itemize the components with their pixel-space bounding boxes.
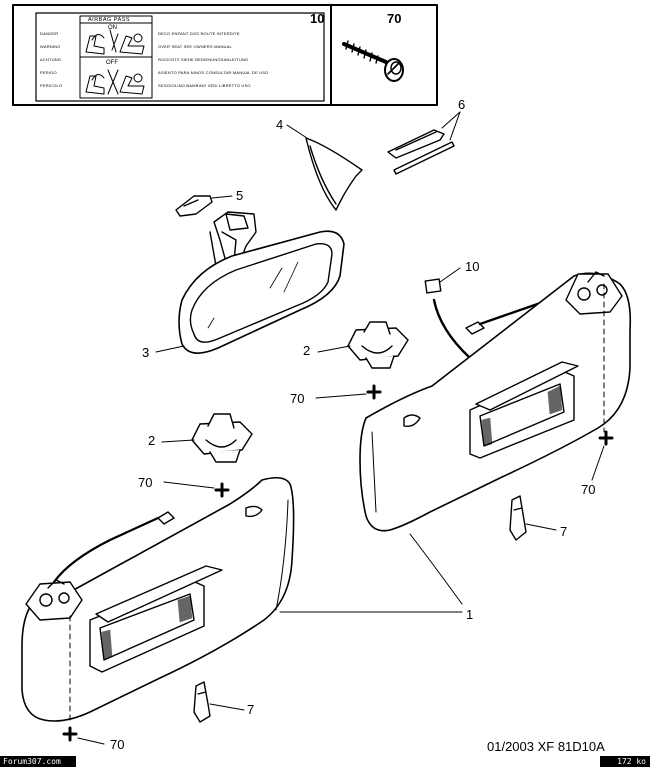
part-1-leaders xyxy=(279,533,463,613)
screw-icon xyxy=(342,40,404,82)
language-4: PERICOLO xyxy=(40,83,63,88)
language-0: DANGER xyxy=(40,31,59,36)
info-box xyxy=(12,4,438,106)
part-2-visor-hook-lower xyxy=(161,413,253,463)
language-3: PERIGO xyxy=(40,70,57,75)
callout-7-left: 7 xyxy=(247,702,255,717)
callout-3: 3 xyxy=(142,345,150,360)
ref-label-10: 10 xyxy=(310,11,325,26)
right-sun-visor xyxy=(359,271,632,532)
airbag-state-off: OFF xyxy=(106,60,118,66)
callout-7-right: 7 xyxy=(560,524,568,539)
language-1: WARNING xyxy=(40,44,61,49)
part-7-bulb-left xyxy=(193,681,245,723)
callout-5: 5 xyxy=(236,188,244,203)
airbag-off-pictogram xyxy=(85,69,145,95)
warning-0: DECO ENFANT DOS ROUTE INTERDITE xyxy=(158,31,240,36)
screw-label-70: 70 xyxy=(387,11,402,26)
warning-2: RUCKSITZ SIEHE BEDIENUNGSANLEITUNG xyxy=(158,57,249,62)
callout-70-upper: 70 xyxy=(290,391,305,406)
drawing-reference: 01/2003 XF 81D10A xyxy=(487,739,605,754)
language-2: ACHTUNG xyxy=(40,57,62,62)
callout-70-right: 70 xyxy=(581,482,596,497)
airbag-title: AIRBAG PASS xyxy=(88,17,131,23)
fastener-crosses xyxy=(62,384,614,745)
left-sun-visor xyxy=(21,476,295,723)
callout-4: 4 xyxy=(276,117,284,132)
file-size: 172 ko xyxy=(600,756,650,767)
part-6-clip-strip xyxy=(387,111,461,175)
callout-2-upper: 2 xyxy=(303,343,311,358)
callout-2-lower: 2 xyxy=(148,433,156,448)
part-7-bulb-right xyxy=(509,495,557,541)
warning-4: SEGGIOLINO BAMBINO VEDI LIBRETTO USO xyxy=(158,83,251,88)
part-4-trim-cover xyxy=(286,124,363,211)
callout-1: 1 xyxy=(466,607,474,622)
part-2-visor-hook-upper xyxy=(317,321,409,369)
callout-70-middle: 70 xyxy=(138,475,153,490)
callout-6: 6 xyxy=(458,97,466,112)
site-watermark: Forum307.com xyxy=(0,756,76,767)
warning-3: ASIENTO PARA NINOS CONSULTAR MANUAL DE U… xyxy=(158,70,269,75)
callout-70-bottom: 70 xyxy=(110,737,125,752)
part-3-interior-mirror xyxy=(155,211,345,354)
callout-10: 10 xyxy=(465,259,480,274)
airbag-state-on: ON xyxy=(108,25,117,31)
footer-bar xyxy=(0,756,650,767)
warning-1: OVER SEAT SEE OWNERS MANUAL xyxy=(158,44,232,49)
airbag-on-pictogram xyxy=(85,29,145,55)
part-5-small-clip xyxy=(175,195,233,217)
